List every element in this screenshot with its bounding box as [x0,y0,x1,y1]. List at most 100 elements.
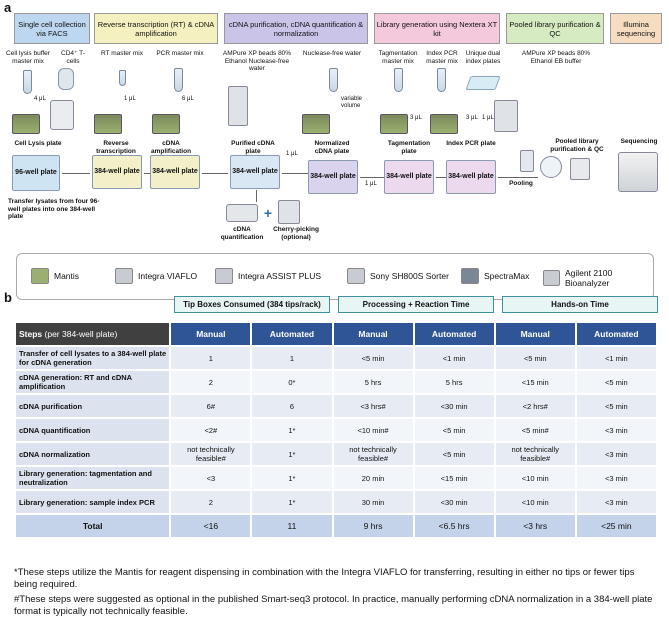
col-header: Automated [414,323,494,345]
step-cell: cDNA purification [16,395,170,417]
plate-rt: 384-well plate [92,155,142,189]
legend-item: Mantis [31,268,79,284]
stage-illumina-sequencing: Illumina sequencing [610,13,662,44]
assist-plus-icon [278,200,300,224]
mantis-icon [94,114,122,134]
table-row: Transfer of cell lysates to a 384-well p… [16,347,656,369]
instrument-legend: Mantis Integra VIAFLO Integra ASSIST PLU… [16,253,654,300]
volume-4ul: 4 μL [34,96,46,102]
legend-label: Agilent 2100 Bioanalyzer [564,268,613,288]
plate-96-well: 96-well plate [12,155,60,191]
value-cell: <15 min [495,371,575,393]
volume-3ul-idx: 3 μL [466,115,478,121]
legend-label: Sony SH800S Sorter [370,271,449,281]
step-reverse-transcription: Reverse transcription [96,140,136,155]
value-cell: <1 min [414,347,494,369]
pooling-tube-icon [520,150,534,172]
flow-arrow [256,190,257,202]
value-cell: 2 [171,371,251,393]
step-tagmentation-plate: Tagmentation plate [387,140,431,155]
bead-plate-icon [540,156,562,178]
reagent-rt-master-mix: RT master mix [100,50,143,57]
step-cell: Library generation: tagmentation and neu… [16,467,170,489]
value-cell: <2# [171,419,251,441]
value-cell: <3 min [576,419,656,441]
plate-amplification: 384-well plate [150,155,200,189]
mantis-icon [380,114,408,134]
total-value-cell: <16 [171,515,251,537]
steps-header: Steps (per 384-well plate) [16,323,170,345]
total-value-cell: 11 [252,515,332,537]
flow-arrow [360,177,384,178]
stage-library-generation: Library generation using Nextera XT kit [374,13,500,44]
mantis-icon [152,114,180,134]
note-cdna-quantification: cDNA quantification [220,226,264,241]
comparison-table: Steps (per 384-well plate) Manual Automa… [14,321,658,539]
reagent-lysis-buffer: Cell lysis buffer master mix [6,50,50,65]
panel-a-label: a [4,0,12,15]
value-cell: <5 min [495,347,575,369]
step-cell-lysis-plate: Cell Lysis plate [14,140,62,147]
assist-plus-icon [494,100,518,132]
reagent-ampure-1: AMPure XP beads 80% Ethanol Nuclease-fre… [222,50,292,72]
step-index-pcr-plate: Index PCR plate [446,140,496,147]
legend-item: Integra ASSIST PLUS [215,268,321,284]
col-header: Manual [171,323,251,345]
value-cell: <30 min [414,395,494,417]
total-value-cell: 9 hrs [333,515,413,537]
reagent-tagmentation-mix: Tagmentation master mix [378,50,418,65]
plus-sign: + [263,205,273,221]
sorter-tube-icon [58,68,74,90]
reagent-index-pcr-mix: Index PCR master mix [426,50,458,65]
reagent-pcr-master-mix: PCR master mix [156,50,204,57]
table-header-row: Steps (per 384-well plate) Manual Automa… [16,323,656,345]
volume-3ul-tag: 3 μL [410,115,422,121]
value-cell: 5 hrs [414,371,494,393]
step-cell: cDNA generation: RT and cDNA amplificati… [16,371,170,393]
value-cell: 1* [252,443,332,465]
step-sequencing: Sequencing [620,138,658,145]
value-cell: 1 [171,347,251,369]
assist-plus-icon [215,268,233,284]
plate-tagmentation: 384-well plate [384,160,434,194]
value-cell: 2 [171,491,251,513]
reagent-cd4-tcells: CD4⁺ T-cells [61,50,85,65]
flow-arrow [436,177,446,178]
value-cell: <1 min [576,347,656,369]
volume-variable: variable volume [341,96,363,109]
value-cell: <10 min# [333,419,413,441]
spectramax-icon [461,268,479,284]
viaflo-icon [115,268,133,284]
index-pcr-tube-icon [437,68,446,92]
spectramax-icon [226,204,258,222]
value-cell: 1* [252,491,332,513]
value-cell: <10 min [495,467,575,489]
value-cell: <5 min [576,395,656,417]
step-cell: Library generation: sample index PCR [16,491,170,513]
sorter-icon [50,100,74,130]
table-row: cDNA generation: RT and cDNA amplificati… [16,371,656,393]
stage-rt-amplification: Reverse transcription (RT) & cDNA amplif… [94,13,218,44]
panel-b-label: b [4,290,12,305]
value-cell: <5 min [333,347,413,369]
reagent-index-plates: Unique dual index plates [465,50,501,65]
legend-item: Agilent 2100 Bioanalyzer [543,268,653,288]
total-value-cell: <6.5 hrs [414,515,494,537]
sorter-icon [347,268,365,284]
tagmentation-tube-icon [394,68,403,92]
index-plate-icon [465,76,501,90]
pcr-mix-tube-icon [174,68,183,92]
col-header: Automated [252,323,332,345]
mantis-icon [430,114,458,134]
col-header: Manual [495,323,575,345]
volume-1ul-norm: 1 μL [286,151,298,157]
bioanalyzer-icon [543,270,560,286]
flow-arrow [62,173,90,174]
volume-1ul-idx: 1 μL [482,115,494,121]
legend-item: Sony SH800S Sorter [347,268,449,284]
volume-1ul-rt: 1 μL [124,96,136,102]
group-tip-boxes: Tip Boxes Consumed (384 tips/rack) [174,296,330,313]
value-cell: 6 [252,395,332,417]
col-header: Manual [333,323,413,345]
